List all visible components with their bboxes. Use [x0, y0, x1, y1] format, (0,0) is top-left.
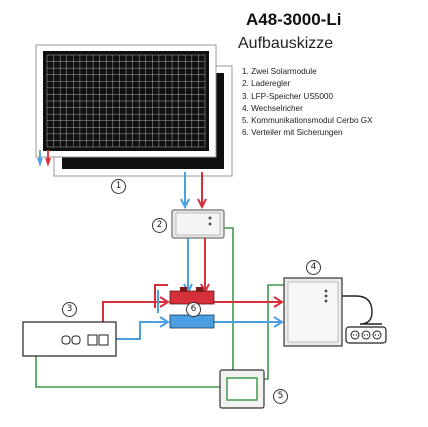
solar-module-1 [35, 44, 217, 158]
pv-cables [180, 172, 207, 210]
ac-output [342, 295, 387, 344]
marker-3: 3 [62, 302, 77, 317]
marker-4: 4 [306, 260, 321, 275]
marker-1: 1 [111, 179, 126, 194]
controller-to-distributor-cables [183, 238, 210, 295]
lfp-battery [22, 321, 117, 357]
legend-item: 3. LFP-Speicher US5000 [242, 91, 334, 101]
legend-item: 5. Kommunikationsmodul Cerbo GX [242, 116, 373, 126]
panel-side-cables [37, 150, 51, 167]
diagram-title: A48-3000-Li [246, 10, 342, 29]
cerbo-gx-module [219, 369, 265, 409]
charge-controller [171, 209, 225, 239]
legend-item: 6. Verteiler mit Sicherungen [242, 128, 343, 138]
parts-legend: 1. Zwei Solarmodule 2. Laderegler 3. LFP… [242, 66, 373, 140]
marker-2: 2 [152, 218, 167, 233]
legend-item: 2. Laderegler [242, 79, 291, 89]
communication-cables [35, 227, 285, 388]
panel-cell-grid [46, 54, 206, 148]
marker-5: 5 [273, 389, 288, 404]
legend-item: 1. Zwei Solarmodule [242, 67, 317, 76]
diagram-subtitle: Aufbauskizze [238, 35, 334, 52]
distributor-to-inverter-cables [214, 296, 284, 328]
inverter [283, 277, 343, 347]
marker-6: 6 [186, 302, 201, 317]
legend-item: 4. Wechselricher [242, 103, 303, 113]
